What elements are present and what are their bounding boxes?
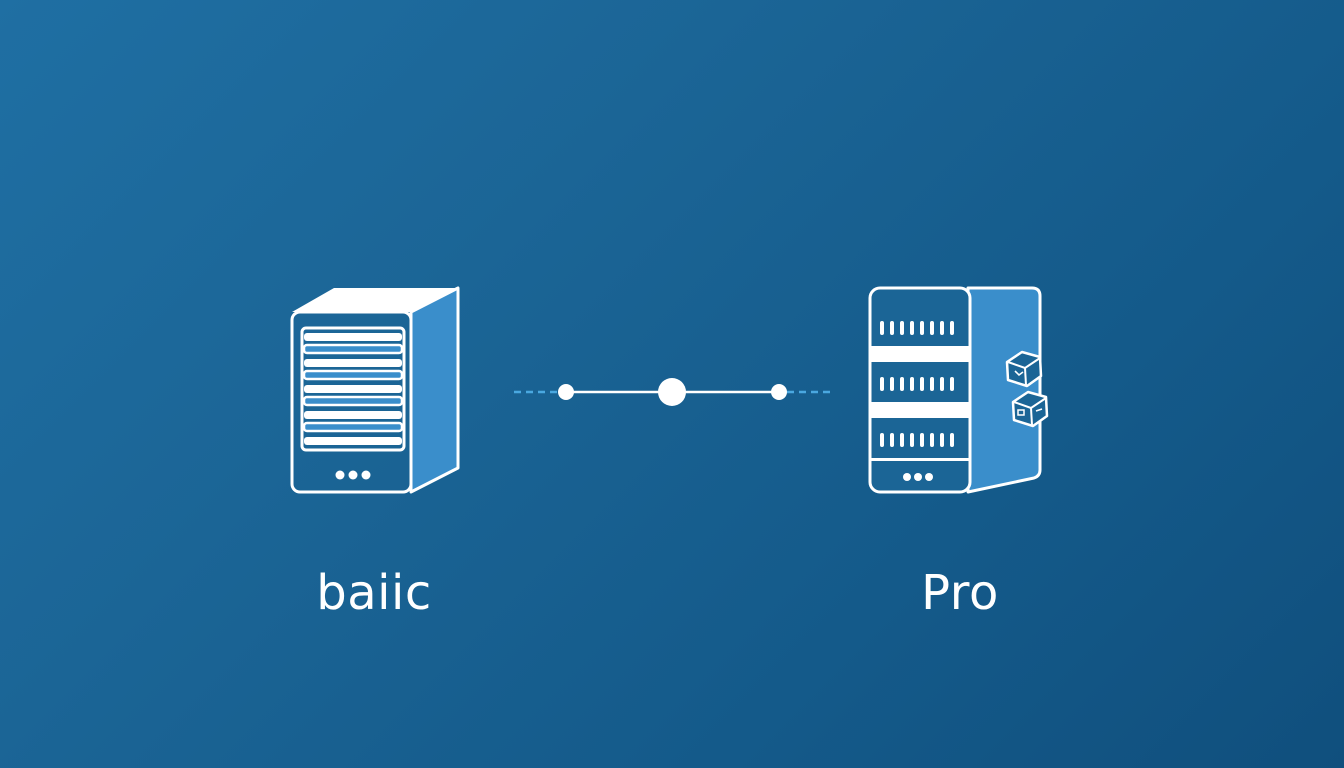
vent-slots: [880, 321, 954, 447]
connector-node-center: [658, 378, 686, 406]
basic-tier-label: baiic: [316, 565, 432, 621]
basic-server-icon: [290, 286, 460, 494]
pro-server-icon: [868, 286, 1049, 494]
pro-tier-label: Pro: [921, 565, 999, 621]
module-cube-icon: [1005, 350, 1043, 388]
connector-node-left: [558, 384, 574, 400]
drive-bays: [302, 333, 404, 445]
connection-line-icon: [514, 378, 830, 406]
module-cube-icon: [1011, 390, 1049, 428]
status-dots: [903, 473, 933, 481]
rack-units: [870, 346, 970, 461]
connector-node-right: [771, 384, 787, 400]
status-dots: [335, 470, 371, 480]
